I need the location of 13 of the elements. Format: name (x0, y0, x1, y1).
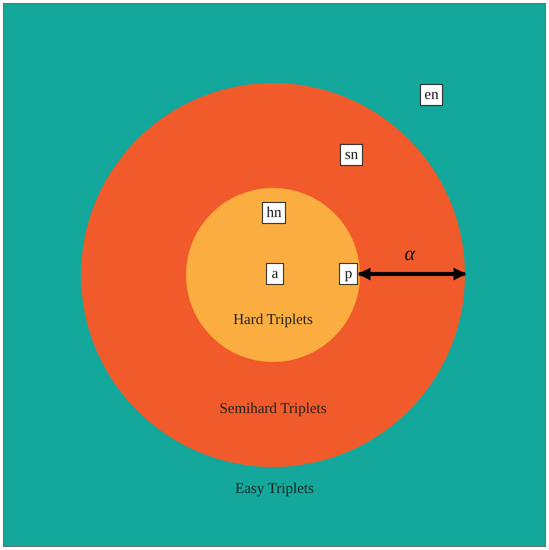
sample-tag: hn (262, 202, 286, 224)
region-label: Hard Triplets (232, 312, 314, 329)
hard-region (186, 188, 360, 362)
semihard-region (81, 83, 465, 467)
double-arrow (358, 268, 466, 280)
region-label: Semihard Triplets (218, 401, 328, 418)
easy-region (3, 3, 546, 547)
edge-label: α (404, 243, 415, 266)
sample-tag: sn (340, 144, 363, 166)
sample-tag: en (420, 84, 443, 106)
sample-tag: a (266, 263, 284, 285)
sample-tag: p (339, 263, 358, 285)
region-label: Easy Triplets (234, 481, 315, 498)
